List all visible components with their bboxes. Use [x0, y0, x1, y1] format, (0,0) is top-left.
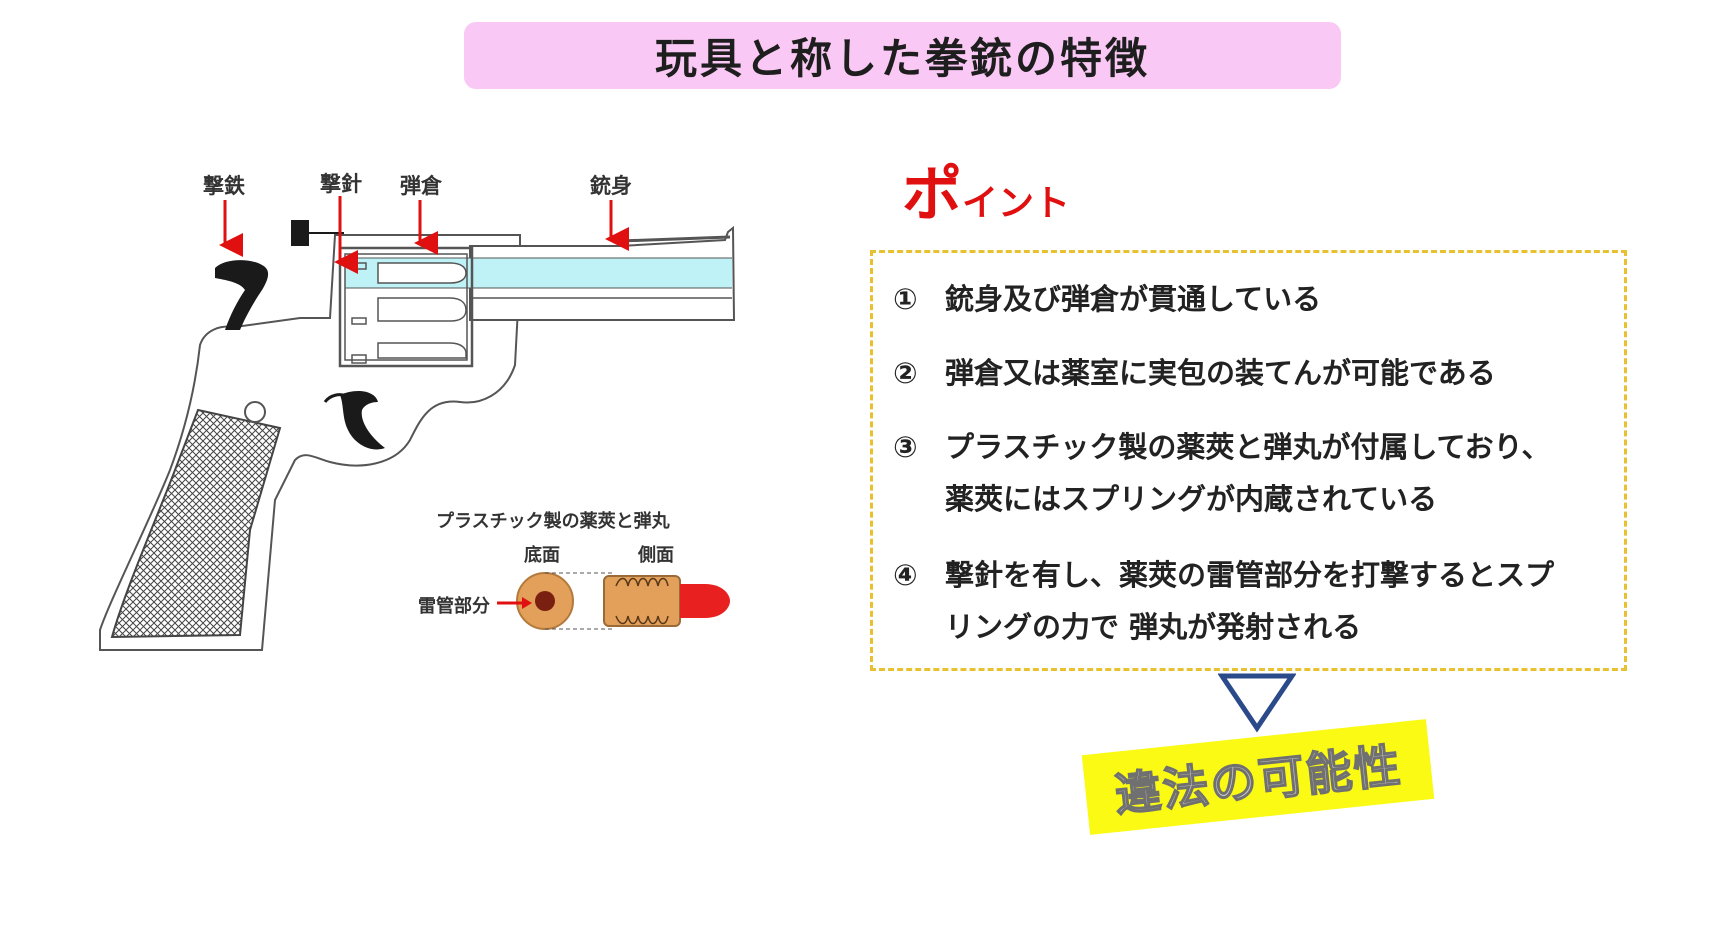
point-item-3: ③ プラスチック製の薬莢と弾丸が付属しており、 薬莢にはスプリングが内蔵されている: [893, 421, 1551, 525]
label-primer-part: 雷管部分: [418, 596, 490, 617]
point-heading: ポイント: [902, 146, 1070, 233]
cartridge-side-view: [603, 575, 681, 627]
trigger: [340, 390, 385, 450]
firing-pin: [291, 220, 309, 246]
point-num: ②: [893, 356, 918, 390]
point-item-4: ④ 撃針を有し、薬莢の雷管部分を打撃するとスプ リングの力で 弾丸が発射される: [893, 549, 1554, 653]
inset-caption: プラスチック製の薬莢と弾丸: [436, 511, 670, 532]
point-item-2: ② 弾倉又は薬室に実包の装てんが可能である: [893, 347, 1496, 399]
label-hammer: 撃鉄: [203, 173, 245, 198]
hammer: [215, 260, 269, 330]
cylinder: [338, 246, 474, 368]
grip-panel: [110, 408, 282, 639]
page-title: 玩具と称した拳銃の特徴: [654, 34, 1150, 83]
point-text-cont: リングの力で 弾丸が発射される: [945, 610, 1362, 644]
bullet: [680, 584, 730, 618]
point-text: 撃針を有し、薬莢の雷管部分を打撃するとスプ: [945, 558, 1555, 592]
point-num: ④: [893, 558, 918, 592]
point-text: 銃身及び弾倉が貫通している: [945, 282, 1322, 316]
label-side-view: 側面: [638, 545, 674, 566]
label-firing-pin: 撃針: [320, 171, 362, 196]
down-triangle-icon: [1218, 673, 1296, 733]
label-bottom-view: 底面: [524, 545, 560, 566]
point-text-cont: 薬莢にはスプリングが内蔵されている: [945, 482, 1438, 516]
primer: [535, 591, 555, 611]
point-text: プラスチック製の薬莢と弾丸が付属しており、: [945, 430, 1551, 464]
point-text: 弾倉又は薬室に実包の装てんが可能である: [945, 356, 1496, 390]
label-cylinder: 弾倉: [400, 173, 442, 198]
point-num: ①: [893, 282, 918, 316]
point-heading-small: イント: [962, 183, 1071, 224]
grip-screw: [244, 401, 266, 423]
point-heading-big: ポ: [902, 160, 962, 230]
label-barrel: 銃身: [590, 173, 632, 198]
title-banner: 玩具と称した拳銃の特徴: [464, 22, 1341, 89]
point-item-1: ① 銃身及び弾倉が貫通している: [893, 273, 1321, 325]
point-list-box: ① 銃身及び弾倉が貫通している ② 弾倉又は薬室に実包の装てんが可能である ③ プラス…: [870, 250, 1627, 671]
point-num: ③: [893, 430, 918, 464]
